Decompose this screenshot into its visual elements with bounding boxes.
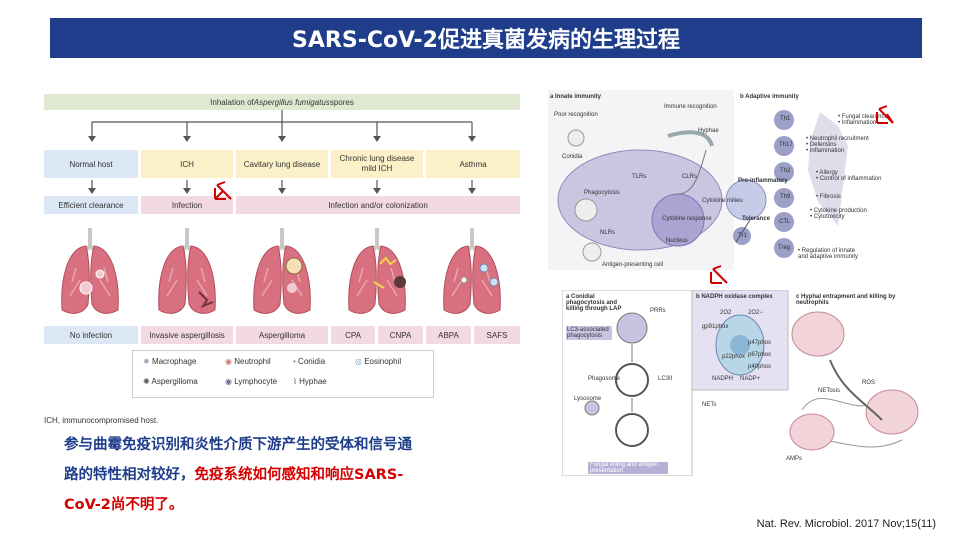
phagocytosis-label: Phagocytosis (584, 190, 620, 196)
conidia-label: Conidia (562, 154, 583, 160)
subunit-p67: p67phox (748, 352, 772, 358)
banner-species: Aspergillus fumigatus (253, 97, 330, 107)
nucleus-label: Nucleus (666, 238, 688, 244)
cell-treg: Treg (778, 245, 791, 251)
nadph-complex-label: b NADPH oxidase complex (696, 294, 773, 300)
legend-macrophage: ✸ Macrophage (143, 357, 197, 366)
nadph-label: NADPH (712, 376, 734, 382)
cytokine-response-label: Cytokine response (662, 216, 712, 222)
subunit-p40: p40phox (748, 364, 772, 370)
legend-lymphocyte: ◉ Lymphocyte (225, 377, 278, 386)
footnote: ICH, immunocompromised host. (44, 416, 159, 425)
legend-conidia: • Conidia (293, 357, 326, 366)
fungal-killing-label: Fungal killing and antigen presentation (590, 462, 659, 474)
title-bar: SARS-CoV-2促进真菌发病的生理过程 (50, 18, 922, 58)
body-line-1: 参与曲霉免疫识别和炎性介质下游产生的受体和信号通 (64, 437, 412, 453)
outcome-infection: Infection (141, 196, 233, 214)
cell-th9: Th9 (780, 194, 791, 200)
amps-label: AMPs (786, 456, 803, 462)
disease-cnpa: CNPA (378, 326, 423, 344)
bullet-th9: • Fibrosis (816, 194, 841, 200)
subunit-p22: p22phox (722, 354, 746, 360)
nlrs-label: NLRs (600, 230, 616, 236)
disease-aspergilloma: Aspergilloma (236, 326, 328, 344)
disease-abpa: ABPA (426, 326, 471, 344)
page-title: SARS-CoV-2促进真菌发病的生理过程 (292, 28, 680, 53)
subunit-p47: p47phox (748, 340, 772, 346)
host-asthma: Asthma (426, 150, 520, 178)
label-hyphal-entrapment: c Hyphal entrapment and killing by neutr… (796, 294, 896, 306)
subunit-gp91: gp91phox (702, 324, 729, 330)
tlrs-label: TLRs (632, 174, 647, 180)
o2-minus-label: 2O2− (748, 310, 763, 316)
disease-cpa: CPA (331, 326, 375, 344)
tolerance-label: Tolerance (742, 216, 770, 222)
lung-illustrations (59, 226, 503, 316)
nets-label: NETs (702, 402, 717, 408)
cell-th1: Th1 (780, 116, 791, 122)
label-adaptive: b Adaptive immunity (740, 94, 799, 100)
hyphae-label: Hyphae (698, 128, 719, 134)
lc3ii-label: LC3II (658, 376, 673, 382)
cell-th17: Th17 (779, 142, 793, 148)
killing-figure: a Conidial phagocytosis and killing thro… (561, 289, 922, 477)
clrs-label: CLRs (682, 174, 698, 180)
cell-th2: Th2 (780, 168, 791, 174)
lc3-phagocytosis-label: LC3-associated phagocytosis (566, 326, 612, 340)
legend-hyphae: ⌇ Hyphae (293, 377, 327, 386)
host-normal: Normal host (44, 150, 138, 178)
host-chronic: Chronic lung disease mild ICH (331, 150, 423, 178)
aspergillus-outcome-figure: Inhalation of Aspergillus fumigatus spor… (44, 92, 522, 410)
immunity-diagram (548, 90, 848, 270)
body-line-2-red: 免疫系统如何感知和响应SARS- (194, 467, 404, 483)
host-cavitary: Cavitary lung disease (236, 150, 328, 178)
label-lap: a Conidial phagocytosis and killing thro… (566, 294, 622, 312)
o2-label: 2O2 (720, 310, 732, 316)
legend-box: ✸ Macrophage ◉ Neutrophil • Conidia ◎ Eo… (132, 350, 434, 398)
legend-neutrophil: ◉ Neutrophil (225, 357, 271, 366)
bullet-treg: • Regulation of innate and adaptive immu… (798, 248, 859, 260)
flow-arrows (88, 110, 476, 194)
immune-recognition: Immune recognition (664, 104, 717, 110)
highlight-arrow-icon (710, 265, 728, 284)
legend-eosinophil: ◎ Eosinophil (355, 357, 402, 366)
cell-tr1: Tr1 (738, 233, 747, 239)
netosis-label: NETosis (818, 388, 841, 394)
host-ich: ICH (141, 150, 233, 178)
bullet-ctl: • Cytokine production • Cytotoxicity (810, 208, 867, 220)
cell-ctl: CTL (779, 219, 791, 225)
disease-safs: SAFS (474, 326, 520, 344)
inhalation-banner: Inhalation of Aspergillus fumigatus spor… (44, 94, 520, 110)
cytokine-milieu-label: Cytokine milieu (702, 198, 743, 204)
bullet-th2: • Allergy • Control of inflammation (816, 170, 882, 182)
killing-diagram (561, 289, 919, 477)
bullet-th1: • Fungal clearance • Inflammation (838, 114, 888, 126)
poor-recognition: Poor recognition (554, 112, 598, 118)
banner-suffix: spores (329, 97, 354, 107)
body-line-3: CoV-2尚不明了。 (64, 497, 184, 513)
phagosome-label: Phagosome (588, 376, 621, 382)
body-line-2-blue: 路的特性相对较好， (64, 467, 195, 483)
bullet-th17: • Neutrophil recruitment • Defensins • I… (806, 136, 869, 154)
legend-aspergilloma: ✺ Aspergilloma (143, 377, 198, 386)
disease-no-infection: No infection (44, 326, 138, 344)
outcome-colonization: Infection and/or colonization (236, 196, 520, 214)
pro-inflammatory-label: Pro-inflammatory (738, 178, 788, 184)
disease-invasive: Invasive aspergillosis (141, 326, 233, 344)
apc-label: Antigen-presenting cell (602, 262, 664, 268)
lysosome-label: Lysosome (574, 396, 602, 402)
body-text: 参与曲霉免疫识别和炎性介质下游产生的受体和信号通 路的特性相对较好，免疫系统如何… (64, 430, 534, 520)
ros-label: ROS (862, 380, 876, 386)
prrs-label: PRRs (650, 308, 666, 314)
immunity-figure: a Innate immunity b Adaptive immunity Po… (548, 90, 922, 272)
label-innate: a Innate immunity (550, 94, 602, 100)
body-line-2: 路的特性相对较好，免疫系统如何感知和响应SARS- (64, 460, 534, 490)
highlight-arrow-icon (876, 105, 894, 124)
highlight-arrow-icon (214, 181, 232, 200)
outcome-clearance: Efficient clearance (44, 196, 138, 214)
nadp-label: NADP+ (740, 376, 761, 382)
citation: Nat. Rev. Microbiol. 2017 Nov;15(11) (756, 518, 936, 530)
banner-prefix: Inhalation of (210, 97, 254, 107)
